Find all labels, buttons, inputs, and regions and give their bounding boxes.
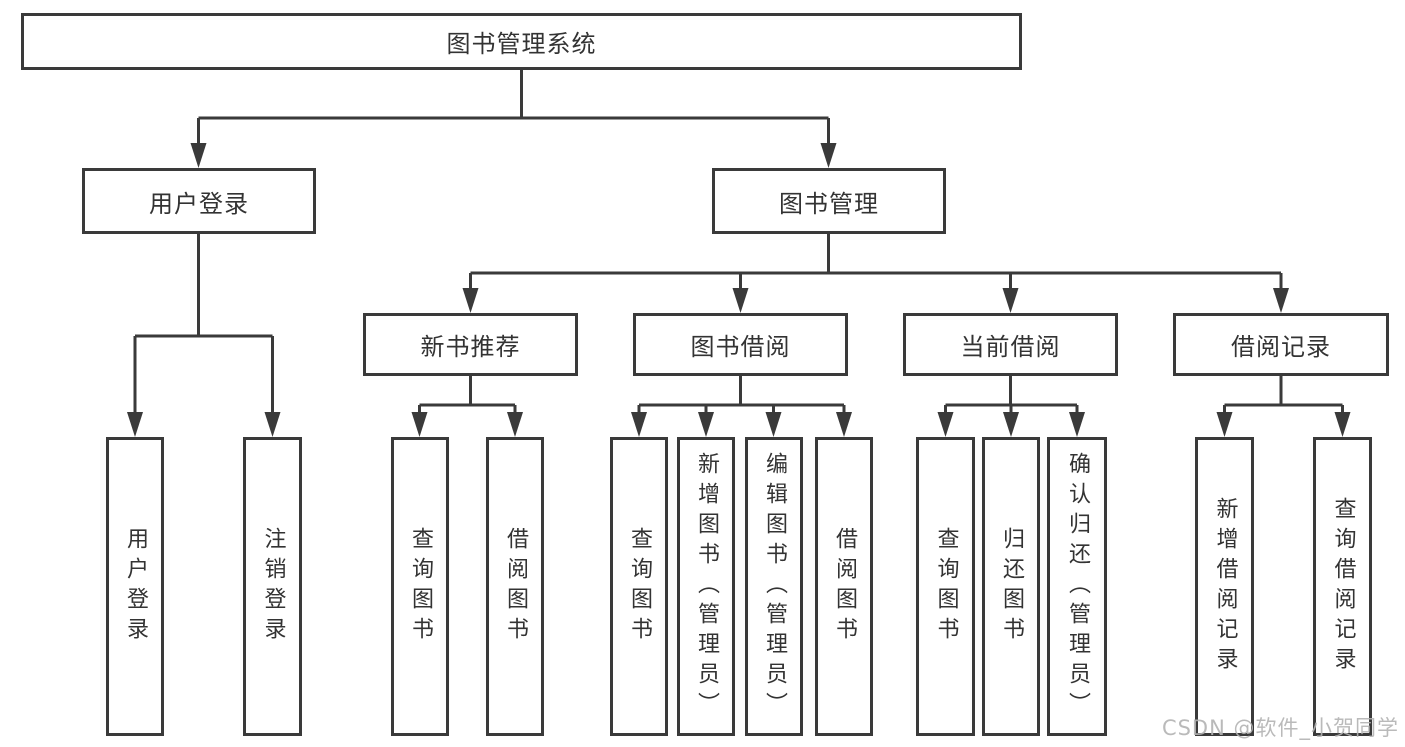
node-user-login: 用户登录 [82,168,316,234]
leaf-logout-login: 注销登录 [243,437,302,736]
arrow-icon [765,412,782,437]
arrow-icon [1069,412,1085,437]
arrow-icon [462,288,479,313]
node-borrow-records: 借阅记录 [1173,313,1389,376]
branch-borrow-records [1223,376,1344,416]
arrow-icon [1334,412,1351,437]
arrow-icon [1003,412,1019,437]
arrow-icon [631,412,647,437]
arrowheads [127,143,1351,437]
branch-root [197,69,830,147]
branch-current-borrowing [944,376,1079,416]
node-book-management: 图书管理 [712,168,946,234]
node-root-system: 图书管理系统 [21,13,1022,70]
arrow-icon [836,412,852,437]
arrow-icon [411,412,428,437]
arrow-icon [1216,412,1233,437]
branch-new-book-recommend [418,376,517,416]
node-new-book-recommend: 新书推荐 [363,313,578,376]
arrow-icon [698,412,714,437]
arrow-icon [732,288,749,313]
leaf-edit-books-admin: 编辑图书（管理员） [745,437,803,736]
leaf-add-books-admin: 新增图书（管理员） [677,437,735,736]
arrow-icon [190,143,207,168]
branch-book-borrowing [637,376,846,416]
leaf-borrow-books-borrowing: 借阅图书 [815,437,873,736]
arrow-icon [264,412,281,437]
leaf-user-login: 用户登录 [106,437,164,736]
leaf-confirm-return-admin: 确认归还（管理员） [1047,437,1107,736]
branch-book-management [469,234,1283,292]
leaf-query-books-borrowing: 查询图书 [610,437,668,736]
leaf-query-books-recommend: 查询图书 [391,437,449,736]
leaf-query-books-current: 查询图书 [916,437,975,736]
branch-user-login [133,234,274,416]
arrow-icon [507,412,523,437]
leaf-return-books: 归还图书 [982,437,1040,736]
arrow-icon [937,412,954,437]
arrow-icon [1273,288,1289,313]
arrow-icon [1002,288,1019,313]
leaf-query-borrow-record: 查询借阅记录 [1313,437,1372,736]
node-current-borrowing: 当前借阅 [903,313,1118,376]
node-book-borrowing: 图书借阅 [633,313,848,376]
leaf-add-borrow-record: 新增借阅记录 [1195,437,1254,736]
leaf-borrow-books-recommend: 借阅图书 [486,437,544,736]
arrow-icon [820,143,837,168]
arrow-icon [127,412,143,437]
